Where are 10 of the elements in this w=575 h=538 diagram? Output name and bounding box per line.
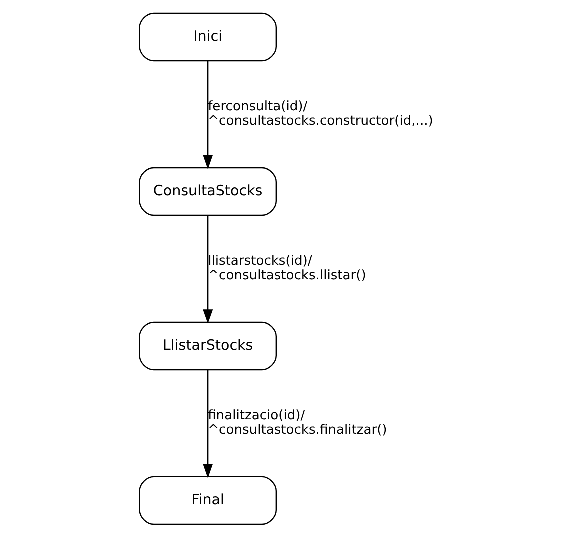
node-box: ConsultaStocks — [138, 167, 277, 216]
edge-label: finalitzacio(id)/ ^consultastocks.finalitzar() — [208, 408, 387, 438]
node-box: Inici — [138, 12, 277, 62]
node-box: LlistarStocks — [138, 322, 277, 371]
edge-label: ferconsulta(id)/ ^consultastocks.constructor(id,...) — [208, 100, 433, 129]
arrow — [202, 61, 213, 170]
arrow — [202, 216, 213, 324]
node-box: Final — [138, 476, 277, 526]
edge-label: llistarstocks(id)/ ^consultastocks.llistar() — [208, 254, 366, 284]
arrow — [202, 370, 213, 478]
